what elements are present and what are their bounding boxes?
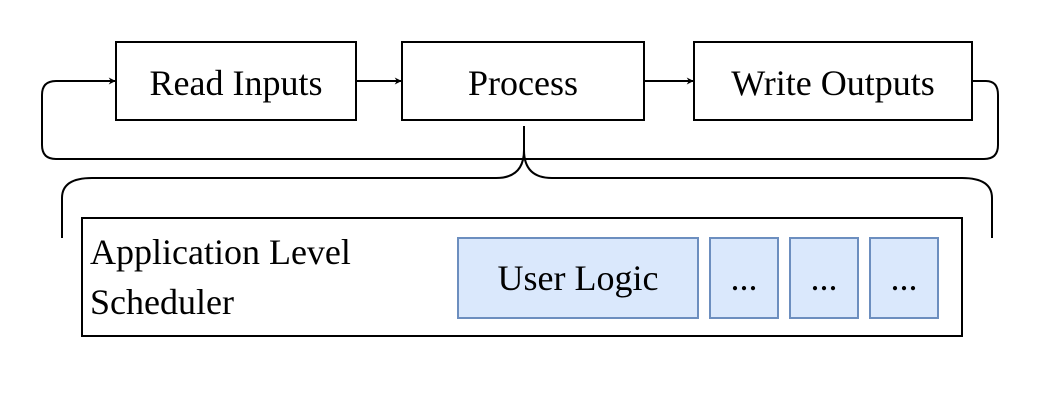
task-slot-1: ... [709,237,779,319]
task-slot-3: ... [869,237,939,319]
task-slot-1-box [709,237,779,319]
expansion-brace [61,126,993,238]
read-inputs-node: Read Inputs [115,41,357,121]
read-inputs-box [115,41,357,121]
task-slot-2-box [789,237,859,319]
user-logic-label: User Logic [498,258,659,298]
task-slot-2: ... [789,237,859,319]
user-logic-task: User Logic [457,237,699,319]
task-slot-3-box [869,237,939,319]
read-inputs-label: Read Inputs [150,63,323,103]
task-slot-2-label: ... [811,258,838,298]
scheduler-title-line1: Application Level [90,232,351,272]
write-outputs-box [693,41,973,121]
write-outputs-node: Write Outputs [693,41,973,121]
task-slot-1-label: ... [731,258,758,298]
write-outputs-label: Write Outputs [731,63,935,103]
scheduler-container: Application Level Scheduler User Logic .… [81,217,963,337]
feedback-loop-arrow [41,77,999,160]
user-logic-box [457,237,699,319]
process-label: Process [468,63,578,103]
process-box [401,41,645,121]
process-node: Process [401,41,645,121]
scheduler-title-line2: Scheduler [90,282,234,322]
task-slot-3-label: ... [891,258,918,298]
